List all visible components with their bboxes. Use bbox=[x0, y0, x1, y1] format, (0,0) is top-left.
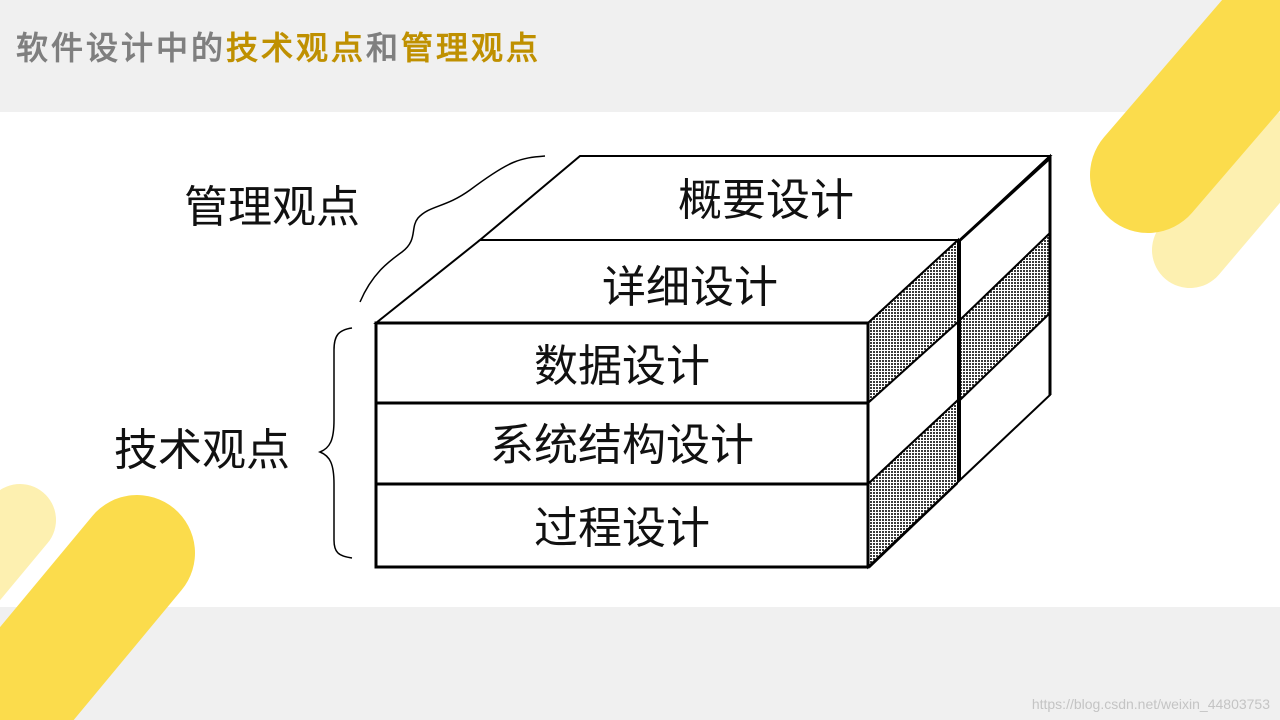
layer-procedure-label: 过程设计 bbox=[534, 503, 710, 554]
layer-architecture-box bbox=[374, 401, 870, 486]
title-part-4: 管理观点 bbox=[401, 29, 542, 67]
technical-brace bbox=[317, 327, 353, 559]
lower-side-4 bbox=[868, 482, 958, 568]
title-part-1: 软件设计中的 bbox=[16, 29, 227, 67]
technical-view-label: 技术观点 bbox=[114, 425, 290, 476]
management-view-label: 管理观点 bbox=[184, 182, 360, 233]
layer-architecture-label: 系统结构设计 bbox=[490, 420, 754, 471]
deco-pill-top bbox=[1090, 0, 1280, 233]
watermark: https://blog.csdn.net/weixin_44803753 bbox=[1031, 696, 1270, 712]
page-title: 软件设计中的技术观点和管理观点 bbox=[16, 24, 541, 72]
title-part-3: 和 bbox=[366, 29, 402, 67]
footer-band bbox=[0, 607, 1280, 720]
header-band bbox=[0, 0, 1280, 112]
layer-overview-label: 概要设计 bbox=[678, 175, 854, 226]
deco-pill-bottom bbox=[0, 495, 195, 720]
management-brace bbox=[359, 155, 546, 303]
layer-data-box bbox=[374, 321, 870, 405]
title-part-2: 技术观点 bbox=[226, 29, 367, 67]
layer-procedure-box bbox=[374, 482, 870, 569]
deco-pill-top-light bbox=[1152, 112, 1280, 288]
layer-data-label: 数据设计 bbox=[534, 341, 710, 392]
top-block-front-side bbox=[958, 156, 1050, 244]
deco-pill-bottom-light bbox=[0, 484, 56, 601]
layer-detailed-label: 详细设计 bbox=[602, 262, 778, 313]
